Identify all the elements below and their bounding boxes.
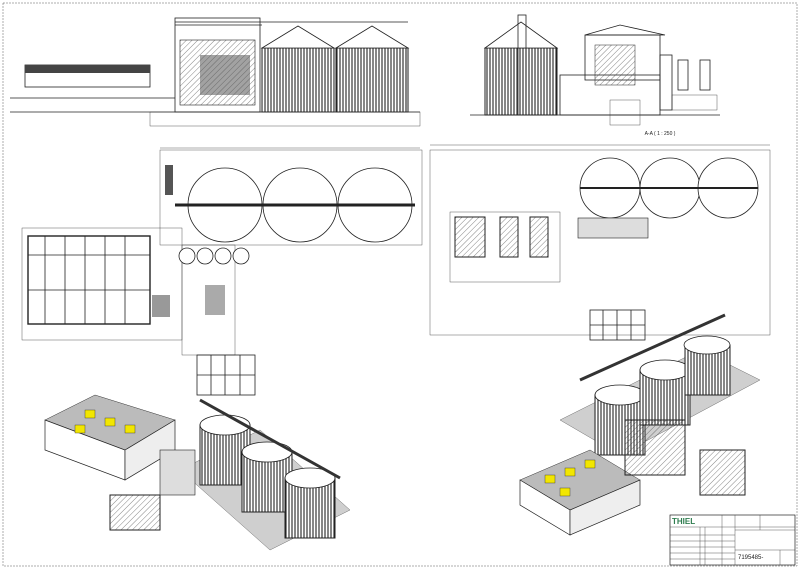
drawing-number: 7195485-: [738, 555, 763, 561]
section-label: A-A ( 1 : 250 ): [645, 131, 676, 137]
company-logo: THIEL: [672, 517, 695, 526]
plan-view-left: [21, 147, 423, 396]
side-elevation-right: [470, 14, 720, 126]
title-block: THIEL 7195485-: [669, 514, 796, 566]
side-elevation-left: [10, 17, 421, 127]
isometric-view-right: [519, 313, 761, 536]
plan-view-right: A-A ( 1 : 250 ): [429, 131, 771, 341]
isometric-view-left: [44, 394, 351, 551]
